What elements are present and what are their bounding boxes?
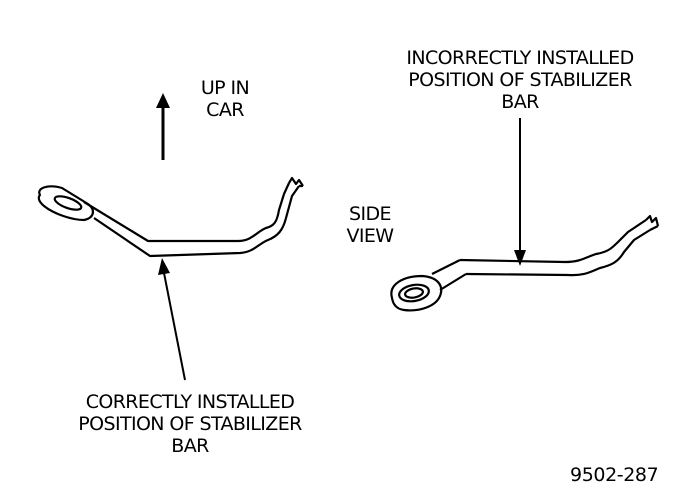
up-arrow bbox=[156, 93, 170, 160]
incorrectly-installed-label-line3: BAR bbox=[501, 91, 539, 113]
side-view-label: SIDE VIEW bbox=[330, 203, 410, 247]
incorrectly-installed-label: INCORRECTLY INSTALLED POSITION OF STABIL… bbox=[380, 47, 660, 113]
correctly-installed-label: CORRECTLY INSTALLED POSITION OF STABILIZ… bbox=[40, 391, 340, 457]
incorrectly-installed-label-line1: INCORRECTLY INSTALLED bbox=[406, 47, 634, 69]
correct-stabilizer-bar bbox=[37, 176, 304, 258]
figure-number: 9502-287 bbox=[570, 464, 659, 486]
correctly-installed-label-line2: POSITION OF STABILIZER bbox=[78, 413, 302, 435]
incorrect-leader-arrow bbox=[514, 118, 526, 266]
up-in-car-label: UP IN CAR bbox=[190, 77, 260, 121]
correctly-installed-label-line1: CORRECTLY INSTALLED bbox=[85, 391, 295, 413]
correctly-installed-label-line3: BAR bbox=[171, 435, 209, 457]
incorrectly-installed-label-line2: POSITION OF STABILIZER bbox=[408, 69, 632, 91]
correct-leader-arrow bbox=[158, 258, 186, 381]
up-in-car-label-line2: CAR bbox=[206, 99, 244, 121]
side-view-label-line1: SIDE bbox=[349, 203, 392, 225]
up-in-car-label-line1: UP IN bbox=[200, 77, 250, 99]
side-view-label-line2: VIEW bbox=[346, 225, 395, 247]
incorrect-stabilizer-bar bbox=[390, 214, 660, 312]
